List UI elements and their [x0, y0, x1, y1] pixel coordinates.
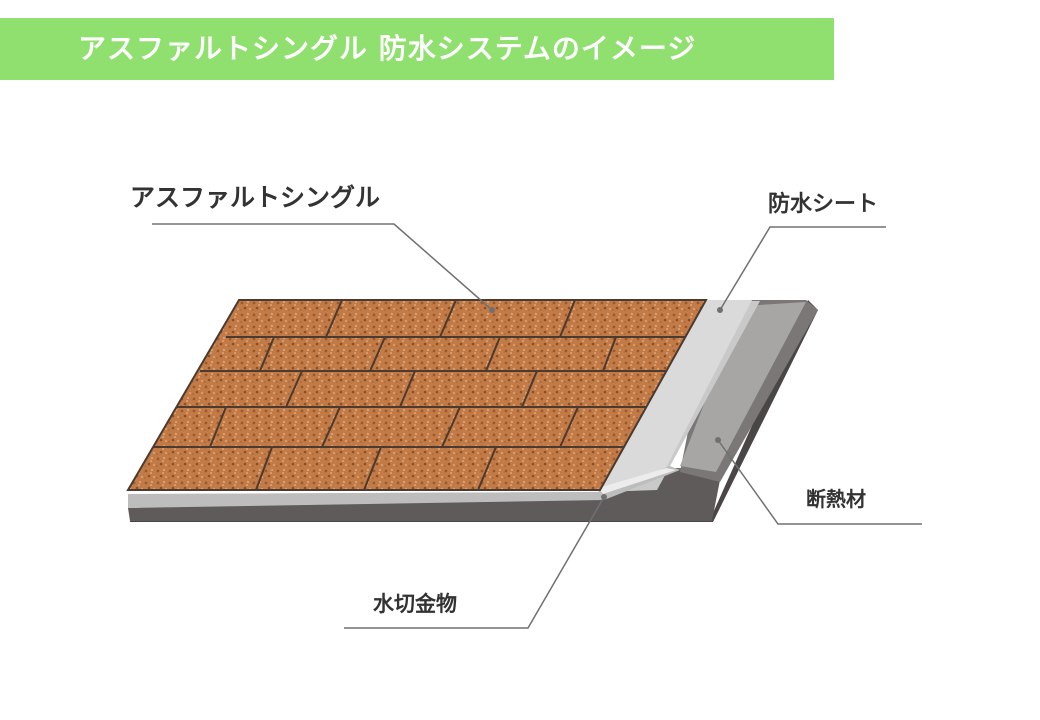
waterproof-sheet	[128, 300, 760, 508]
leader-dot-sheet	[717, 307, 723, 313]
asphalt-shingle	[126, 299, 708, 491]
leader-flashing	[344, 496, 605, 629]
label-insulation: 断熱材	[806, 487, 866, 511]
leader-dot-flashing	[601, 494, 607, 500]
leader-dot-insulation	[715, 437, 721, 443]
label-water-flashing: 水切金物	[373, 592, 457, 616]
label-waterproof-sheet: 防水シート	[768, 192, 879, 217]
leader-dot-shingle	[489, 307, 495, 313]
page-title: アスファルトシングル 防水システムのイメージ	[78, 32, 697, 65]
leader-sheet	[719, 226, 886, 311]
leader-shingle	[152, 223, 493, 311]
water-flashing	[128, 466, 680, 508]
label-asphalt-shingle: アスファルトシングル	[130, 183, 381, 212]
leader-insulation	[717, 439, 922, 525]
title-bar: アスファルトシングル 防水システムのイメージ	[0, 18, 834, 80]
